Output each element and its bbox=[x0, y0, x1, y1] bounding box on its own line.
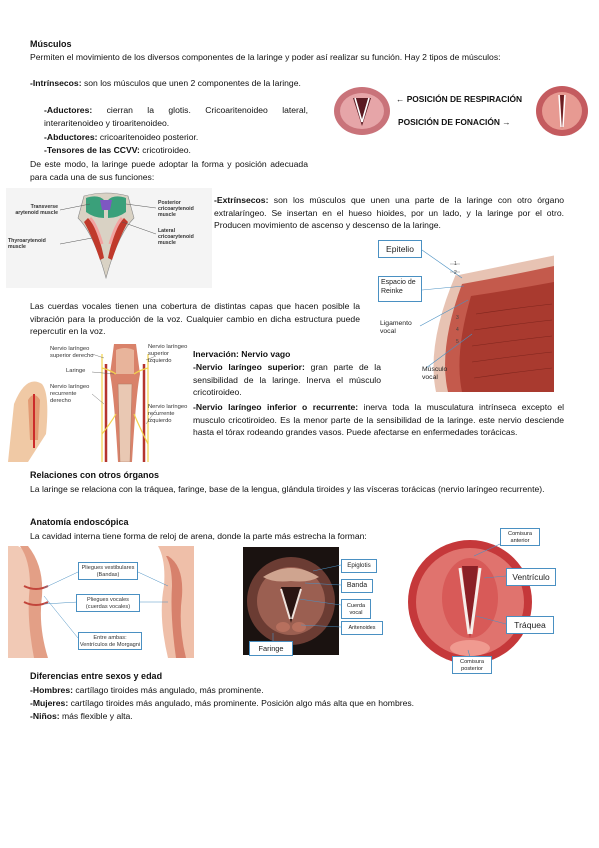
nervio-recurrente-izquierdo-label: Nervio laríngeo recurrente izquierdo bbox=[148, 404, 188, 424]
intrinsecos-text: son los músculos que unen 2 componentes … bbox=[81, 78, 301, 88]
epiglotis-label: Epiglotis bbox=[341, 559, 377, 573]
intrinsecos-term: -Intrínsecos: bbox=[30, 78, 82, 88]
nervio-inferior-text: inerva toda la musculatura intrínseca ex… bbox=[193, 402, 565, 438]
hombres-term: -Hombres: bbox=[30, 685, 73, 695]
nervio-superior-text: gran parte de la sensibilidad de la lari… bbox=[193, 362, 381, 398]
ventriculo-label: Ventrículo bbox=[506, 568, 556, 586]
fonacion-label: POSICIÓN DE FONACIÓN → bbox=[398, 117, 511, 127]
nervio-superior-izquierdo-label: Nervio laríngeo superior izquierdo bbox=[148, 344, 188, 364]
extrinsecos-paragraph: -Extrínsecos: son los músculos que unen … bbox=[214, 194, 564, 232]
comisura-posterior-label: Comisura posterior bbox=[452, 656, 492, 674]
thyroarytenoid-label: Thyroarytenoid muscle bbox=[8, 238, 46, 250]
reinke-label: Espacio de Reinke bbox=[378, 276, 422, 302]
modo-paragraph: De este modo, la laringe puede adoptar l… bbox=[30, 159, 308, 182]
transverse-arytenoid-label: Transverse arytenoid muscle bbox=[15, 204, 58, 216]
nervio-inferior-term: -Nervio laríngeo inferior o recurrente: bbox=[193, 402, 359, 412]
layer-number-4: 4 bbox=[456, 327, 459, 333]
mujeres-paragraph: -Mujeres: cartílago tiroides más angulad… bbox=[30, 697, 566, 710]
endoscopic-view-figure: Epiglotis Banda Cuerda vocal Aritenoides… bbox=[243, 547, 391, 656]
nervio-superior-derecho-label: Nervio laríngeo superior derecho bbox=[50, 346, 94, 359]
aductores-paragraph: -Aductores: cierran la glotis. Cricoarit… bbox=[44, 104, 308, 129]
respiracion-label: ← POSICIÓN DE RESPIRACIÓN bbox=[396, 94, 523, 104]
vocal-fold-layers-figure: Epitelio Espacio de Reinke Ligamento voc… bbox=[376, 234, 555, 392]
epitelio-label: Epitelio bbox=[378, 240, 422, 258]
glottis-phonation-image bbox=[535, 85, 589, 137]
hombres-paragraph: -Hombres: cartílago tiroides más angulad… bbox=[30, 684, 566, 697]
aductores-term: -Aductores: bbox=[44, 105, 93, 115]
intrinsic-muscles-figure: Transverse arytenoid muscle Thyroaryteno… bbox=[6, 188, 212, 288]
layer-number-3: 3 bbox=[456, 315, 459, 321]
pliegues-vocales-label: Pliegues vocales (cuerdas vocales) bbox=[76, 594, 140, 612]
aritenoides-label: Aritenoides bbox=[341, 621, 383, 635]
intrinsecos-paragraph: -Intrínsecos: son los músculos que unen … bbox=[30, 77, 308, 90]
mujeres-text: cartílago tiroides más angulado, más pro… bbox=[68, 698, 415, 708]
musculos-heading: Músculos bbox=[30, 39, 72, 49]
diferencias-heading: Diferencias entre sexos y edad bbox=[30, 671, 163, 681]
nervio-superior-term: -Nervio laríngeo superior: bbox=[193, 362, 305, 372]
entre-ambas-label: Entre ambas: Ventrículos de Morgagni bbox=[78, 632, 142, 650]
ninos-term: -Niños: bbox=[30, 711, 60, 721]
musculos-intro: Permiten el movimiento de los diversos c… bbox=[30, 52, 501, 62]
anatomia-heading: Anatomía endoscópica bbox=[30, 517, 129, 527]
abductores-term: -Abductores: bbox=[44, 132, 98, 142]
traquea-label: Tráquea bbox=[506, 616, 554, 634]
nervio-recurrente-derecho-label: Nervio laríngeo recurrente derecho bbox=[50, 384, 90, 404]
layer-number-1: 1 bbox=[454, 261, 457, 267]
mujeres-term: -Mujeres: bbox=[30, 698, 69, 708]
extrinsecos-term: -Extrínsecos: bbox=[214, 195, 269, 205]
extrinsecos-text: son los músculos que unen una parte de l… bbox=[214, 195, 564, 231]
ninos-paragraph: -Niños: más flexible y alta. bbox=[30, 710, 566, 723]
abductores-text: cricoaritenoideo posterior. bbox=[97, 132, 199, 142]
cuerda-vocal-label: Cuerda vocal bbox=[341, 599, 371, 619]
lateral-cricoarytenoid-label: Lateral cricoarytenoid muscle bbox=[158, 228, 194, 246]
tensores-term: -Tensores de las CCVV: bbox=[44, 145, 140, 155]
banda-label: Banda bbox=[341, 579, 373, 593]
relaciones-text: La laringe se relaciona con la tráquea, … bbox=[30, 484, 545, 494]
ninos-text: más flexible y alta. bbox=[59, 711, 133, 721]
musculo-label: Músculo vocal bbox=[422, 366, 448, 381]
ligamento-label: Ligamento vocal bbox=[380, 320, 412, 335]
laryngeal-nerves-figure: Nervio laríngeo superior derecho Laringe… bbox=[6, 344, 192, 463]
anatomia-text: La cavidad interna tiene forma de reloj … bbox=[30, 531, 367, 541]
tensores-text: cricotiroideo. bbox=[139, 145, 191, 155]
cuerdas-paragraph: Las cuerdas vocales tienen una cobertura… bbox=[30, 301, 360, 337]
posterior-cricoarytenoid-label: Posterior cricoarytenoid muscle bbox=[158, 200, 194, 218]
laringe-label: Laringe bbox=[66, 368, 86, 374]
tensores-paragraph: -Tensores de las CCVV: cricotiroideo. bbox=[44, 144, 308, 157]
abductores-paragraph: -Abductores: cricoaritenoideo posterior. bbox=[44, 131, 308, 144]
nervio-inferior-paragraph: -Nervio laríngeo inferior o recurrente: … bbox=[193, 401, 564, 439]
laryngoscopy-circle-figure: Comisura anterior Ventrículo Tráquea Com… bbox=[396, 528, 566, 674]
aductores-text: cierran la glotis. Cricoaritenoideo late… bbox=[44, 105, 308, 128]
glottis-respiration-image bbox=[333, 86, 391, 136]
comisura-anterior-label: Comisura anterior bbox=[500, 528, 540, 546]
relaciones-heading: Relaciones con otros órganos bbox=[30, 470, 160, 480]
pliegues-vestibulares-label: Pliegues vestibulares (Bandas) bbox=[78, 562, 138, 580]
inervacion-heading: Inervación: Nervio vago bbox=[193, 349, 291, 359]
sagittal-larynx-figure: Pliegues vestibulares (Bandas) Pliegues … bbox=[8, 546, 194, 658]
faringe-label: Faringe bbox=[249, 641, 293, 656]
hombres-text: cartílago tiroides más angulado, más pro… bbox=[72, 685, 264, 695]
layer-number-5: 5 bbox=[456, 339, 459, 345]
nervio-superior-paragraph: -Nervio laríngeo superior: gran parte de… bbox=[193, 361, 381, 399]
layer-number-2: 2 bbox=[454, 270, 457, 276]
